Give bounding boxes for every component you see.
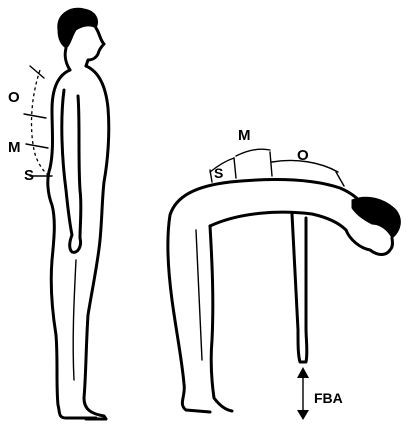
standing-spine-arc <box>32 70 48 175</box>
label-standing-m: M <box>8 139 21 156</box>
label-standing-s: S <box>24 167 34 184</box>
label-fba: FBA <box>314 390 343 406</box>
standing-back <box>48 70 96 418</box>
bent-rear-leg <box>168 215 210 412</box>
bent-figure <box>168 149 401 420</box>
standing-head <box>86 28 104 66</box>
fba-arrow-up-head <box>297 367 309 378</box>
bent-arm <box>292 214 307 362</box>
standing-front <box>84 66 109 419</box>
bent-head <box>346 230 393 255</box>
standing-hair <box>58 8 98 48</box>
label-bent-o: O <box>297 147 309 164</box>
bent-back <box>170 180 366 215</box>
fba-arrow <box>297 367 309 420</box>
standing-figure <box>24 8 109 419</box>
label-standing-o: O <box>8 89 20 106</box>
label-bent-s: S <box>214 165 223 181</box>
bent-belly <box>210 212 346 230</box>
bent-front-leg <box>210 226 232 411</box>
standing-arm <box>62 90 81 252</box>
label-bent-m: M <box>238 127 251 144</box>
bent-hair <box>352 197 400 238</box>
fba-arrow-down-head <box>297 410 309 420</box>
